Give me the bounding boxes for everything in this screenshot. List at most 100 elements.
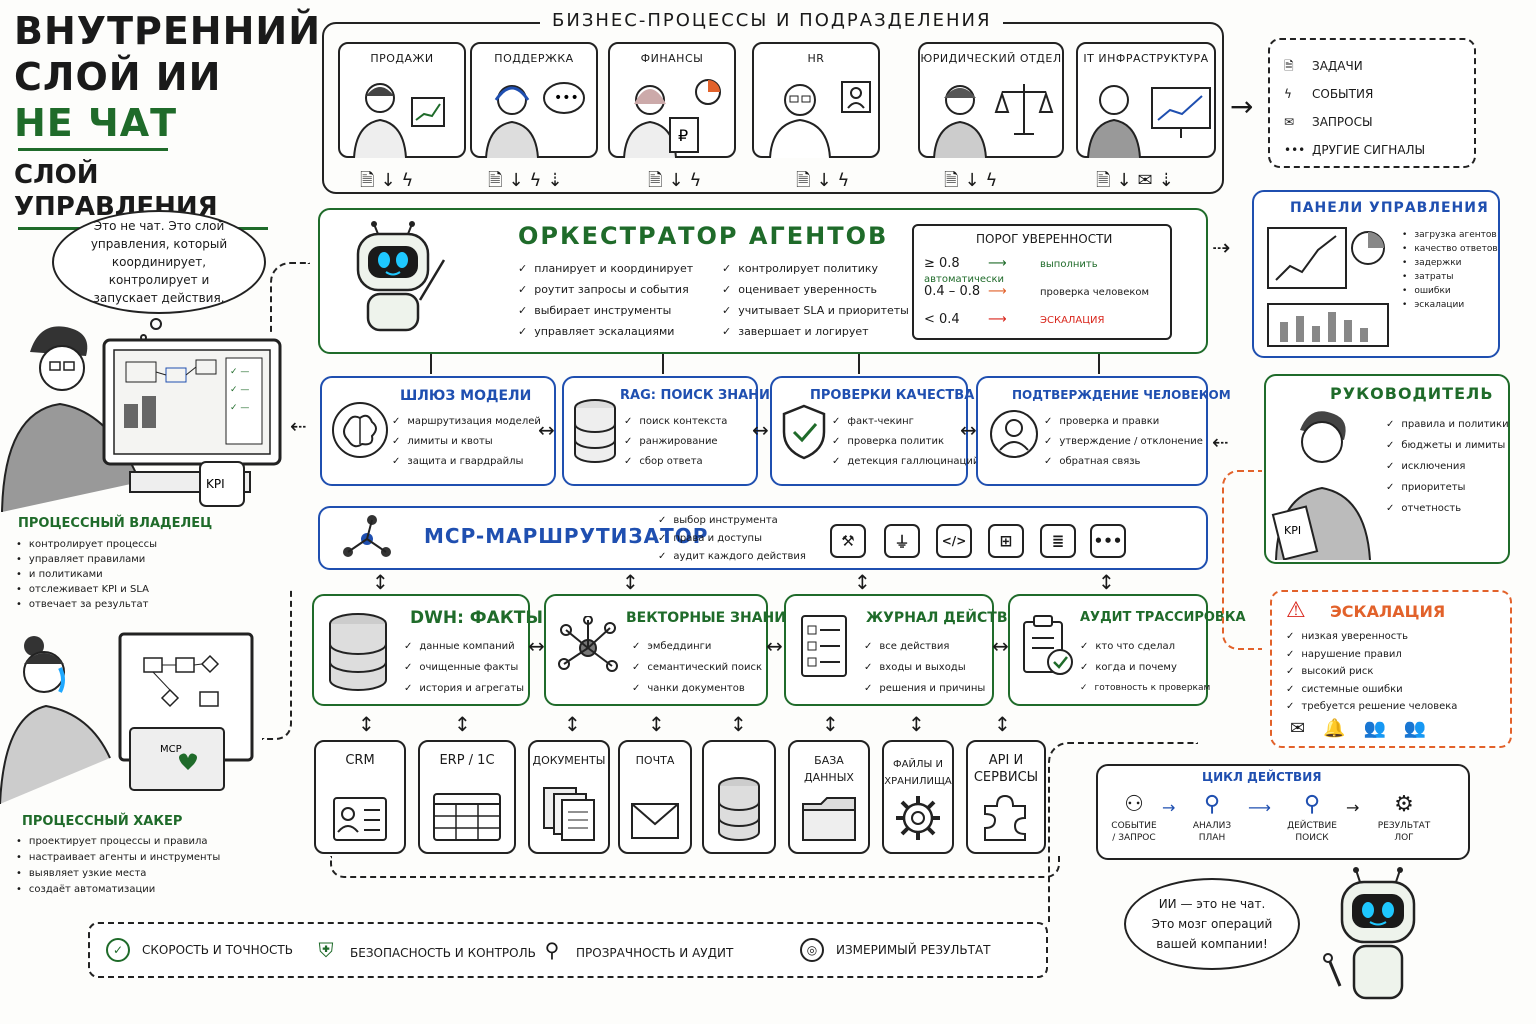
- orchestrator-item: управляет эскалациями: [518, 321, 693, 342]
- threshold-action: проверка человеком: [1040, 287, 1150, 298]
- source-storage-db[interactable]: [702, 740, 776, 854]
- threshold-row: < 0.4⟶ЭСКАЛАЦИЯ: [924, 312, 1105, 327]
- owner-item: и политиками: [16, 567, 157, 582]
- source-crm[interactable]: CRM: [314, 740, 406, 854]
- cycle-step: ⚙ РЕЗУЛЬТАТ ЛОГ: [1370, 790, 1438, 844]
- link-arrow: [330, 856, 1060, 878]
- mcp-item: права и доступы: [658, 530, 806, 548]
- manager-title: РУКОВОДИТЕЛЬ: [1330, 384, 1494, 403]
- process-hacker-illustration: MCP: [0, 632, 254, 805]
- manager-tablet-label: KPI: [1284, 524, 1301, 537]
- check-circle-icon: ✓: [106, 938, 130, 962]
- model-gateway-title: ШЛЮЗ МОДЕЛИ: [400, 388, 532, 404]
- link-arrow: ⇠: [290, 414, 307, 438]
- process-hacker-list: проектирует процессы и правила настраива…: [16, 834, 220, 898]
- cycle-arrow: →: [1346, 798, 1360, 817]
- arrow: ↕: [1098, 570, 1115, 594]
- sales-flow-icons: 🗎↓ϟ: [360, 170, 420, 191]
- escalation-item: требуется решение человека: [1286, 698, 1457, 716]
- escalation-list: низкая уверенность нарушение правил высо…: [1286, 628, 1457, 716]
- vector-panel: ВЕКТОРНЫЕ ЗНАНИЯ эмбеддинги семантически…: [544, 594, 797, 706]
- svg-text:₽: ₽: [678, 126, 688, 145]
- link-arrow: [1048, 742, 1198, 922]
- hr-person-icon: [769, 81, 871, 158]
- mcp-router-panel: MCP-МАРШРУТИЗАТОР выбор инструмента прав…: [318, 506, 1208, 570]
- source-mail[interactable]: ПОЧТА: [618, 740, 692, 854]
- signal-requests: ЗАПРОСЫ: [1312, 115, 1373, 129]
- footer-item: ◎ИЗМЕРИМЫЙ РЕЗУЛЬТАТ: [800, 938, 991, 962]
- quality-item: детекция галлюцинаций: [832, 452, 979, 472]
- dept-finance-label: ФИНАНСЫ: [640, 52, 704, 65]
- human-approval-item: утверждение / отклонение: [1044, 432, 1203, 452]
- cycle-arrow: ⟶: [1248, 798, 1271, 817]
- svg-text:•••: •••: [554, 90, 579, 106]
- contact-card-icon: [333, 797, 387, 841]
- magnifier-icon: ⚲: [544, 938, 560, 962]
- arrow: [662, 354, 664, 374]
- source-database[interactable]: БАЗА ДАННЫХ: [788, 740, 870, 854]
- rag-list: поиск контекста ранжирование сбор ответа: [624, 412, 727, 472]
- source-files[interactable]: ФАЙЛЫ И ХРАНИЛИЩА: [882, 740, 954, 854]
- dept-support[interactable]: ПОДДЕРЖКА •••: [470, 42, 598, 158]
- dept-finance[interactable]: ФИНАНСЫ ₽: [608, 42, 736, 158]
- manager-item: бюджеты и лимиты: [1386, 435, 1509, 456]
- source-documents[interactable]: ДОКУМЕНТЫ: [528, 740, 610, 854]
- arrow: ↕: [358, 712, 375, 736]
- mcp-item: аудит каждого действия: [658, 548, 806, 566]
- footer-item: ⚲ПРОЗРАЧНОСТЬ И АУДИТ: [540, 938, 734, 962]
- dashboard-item: загрузка агентов: [1402, 228, 1498, 242]
- quality-item: проверка политик: [832, 432, 979, 452]
- cycle-step-line2: ПЛАН: [1198, 833, 1226, 843]
- manager-panel: РУКОВОДИТЕЛЬ KPI правила и политики бюдж…: [1264, 374, 1510, 564]
- dashboard-item: ошибки: [1402, 284, 1498, 298]
- source-erp[interactable]: ERP / 1C: [418, 740, 516, 854]
- hr-flow-icons: 🗎↓ϟ: [796, 170, 856, 191]
- dept-legal[interactable]: ЮРИДИЧЕСКИЙ ОТДЕЛ: [918, 42, 1064, 158]
- link-arrow: ↔: [538, 418, 555, 442]
- signal-other: ДРУГИЕ СИГНАЛЫ: [1312, 143, 1426, 157]
- action-log-item: входы и выходы: [864, 657, 985, 678]
- dept-hr[interactable]: HR: [752, 42, 880, 158]
- audit-panel: АУДИТ ТРАССИРОВКА кто что сделал когда и…: [1008, 594, 1246, 706]
- source-label: ФАЙЛЫ И ХРАНИЛИЩА: [884, 759, 952, 787]
- link-arrow: ↔: [528, 634, 545, 658]
- threshold-row: 0.4 – 0.8⟶проверка человеком: [924, 284, 1150, 299]
- arrow: ↕: [622, 570, 639, 594]
- audit-title: АУДИТ ТРАССИРОВКА: [1080, 610, 1246, 625]
- quality-panel: ПРОВЕРКИ КАЧЕСТВА факт-чекинг проверка п…: [770, 376, 979, 486]
- dept-it[interactable]: IT ИНФРАСТРУКТУРА: [1076, 42, 1216, 158]
- source-api[interactable]: API И СЕРВИСЫ: [966, 740, 1046, 854]
- wrench-icon[interactable]: ⚒: [830, 524, 866, 558]
- grid-icon[interactable]: ⊞: [988, 524, 1024, 558]
- support-person-icon: •••: [485, 82, 585, 158]
- user-circle-icon: [990, 410, 1038, 458]
- mcp-list: выбор инструмента права и доступы аудит …: [658, 512, 806, 566]
- thought-bubble-text: Это не чат. Это слой управления, который…: [90, 219, 228, 305]
- orchestrator-title: ОРКЕСТРАТОР АГЕНТОВ: [518, 222, 889, 250]
- threshold-action: ЭСКАЛАЦИЯ: [1040, 315, 1105, 326]
- action-cycle-title: ЦИКЛ ДЕЙСТВИЯ: [1202, 770, 1322, 784]
- manager-item: отчетность: [1386, 498, 1509, 519]
- audit-list: кто что сделал когда и почему готовность…: [1080, 636, 1211, 699]
- source-label: ПОЧТА: [635, 754, 675, 767]
- more-icon[interactable]: •••: [1090, 524, 1126, 558]
- action-cycle-panel: ЦИКЛ ДЕЙСТВИЯ ⚇ СОБЫТИЕ / ЗАПРОС → ⚲ АНА…: [1096, 764, 1470, 860]
- hacker-item: проектирует процессы и правила: [16, 834, 220, 850]
- database-small-icon[interactable]: ≣: [1040, 524, 1076, 558]
- sales-person-icon: [353, 83, 445, 158]
- shield-check-icon: [782, 404, 826, 460]
- dashboard-item: затраты: [1402, 270, 1498, 284]
- dwh-panel: DWH: ФАКТЫ данные компаний очищенные фак…: [312, 594, 543, 706]
- quality-item: факт-чекинг: [832, 412, 979, 432]
- link-arrow: ↔: [766, 634, 783, 658]
- mcp-item: выбор инструмента: [658, 512, 806, 530]
- code-icon[interactable]: </>: [936, 524, 972, 558]
- robot-mascot-icon: [1323, 867, 1416, 1000]
- plug-icon[interactable]: ⏚: [884, 524, 920, 558]
- user-icon: ⚇: [1124, 792, 1144, 817]
- escalation-icons: ✉🔔👥👥: [1290, 718, 1445, 739]
- dept-sales[interactable]: ПРОДАЖИ: [338, 42, 466, 158]
- search-icon: ⚲: [1303, 792, 1321, 817]
- audit-item: когда и почему: [1080, 657, 1210, 678]
- network-icon: [343, 515, 391, 557]
